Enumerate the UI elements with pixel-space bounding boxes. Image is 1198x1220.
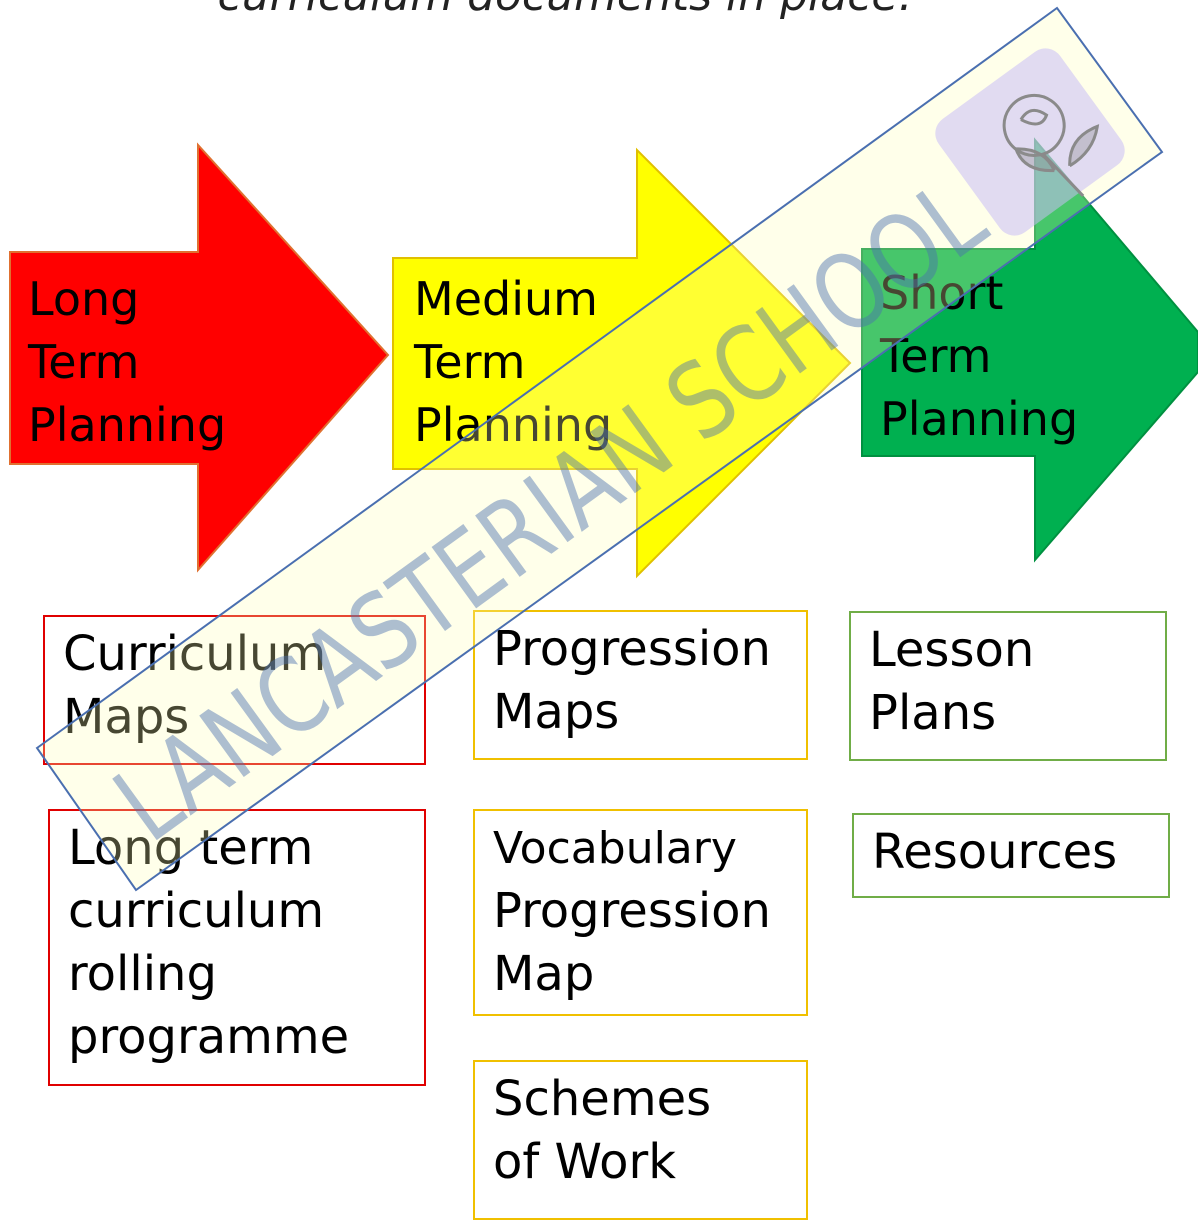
box-line: Maps [63,689,190,745]
box-line: Vocabulary [493,823,737,874]
box-line: Progression [493,883,771,939]
short-term-label-line: Short [880,266,1004,320]
box-line: Lesson [869,622,1035,678]
box-line: Resources [872,824,1118,880]
short-term-label-line: Term [880,329,992,383]
medium-term-label-line: Term [414,335,526,389]
medium-term-label-line: Medium [414,272,598,326]
box-line: Map [493,946,595,1002]
box-line: programme [68,1009,350,1065]
vocabulary-progression-map-box: Vocabulary Progression Map [473,809,808,1016]
long-term-label-line: Planning [28,398,227,452]
box-line: Long term [68,820,314,876]
long-term-label: Long Term Planning [28,268,226,457]
medium-term-label: Medium Term Planning [414,268,612,457]
schemes-of-work-box: Schemes of Work [473,1060,808,1220]
short-term-label-line: Planning [880,392,1079,446]
long-term-rolling-programme-box: Long term curriculum rolling programme [48,809,426,1086]
box-line: Plans [869,685,997,741]
lesson-plans-box: Lesson Plans [849,611,1167,761]
box-line: rolling [68,946,217,1002]
long-term-label-line: Long [28,272,140,326]
curriculum-maps-box: Curriculum Maps [43,615,426,765]
progression-maps-box: Progression Maps [473,610,808,760]
box-line: Maps [493,684,620,740]
box-line: of Work [493,1134,677,1190]
long-term-label-line: Term [28,335,140,389]
box-line: curriculum [68,883,325,939]
medium-term-label-line: Planning [414,398,613,452]
box-line: Progression [493,621,771,677]
short-term-label: Short Term Planning [880,262,1078,451]
box-line: Schemes [493,1071,712,1127]
resources-box: Resources [852,813,1170,898]
box-line: Curriculum [63,626,327,682]
